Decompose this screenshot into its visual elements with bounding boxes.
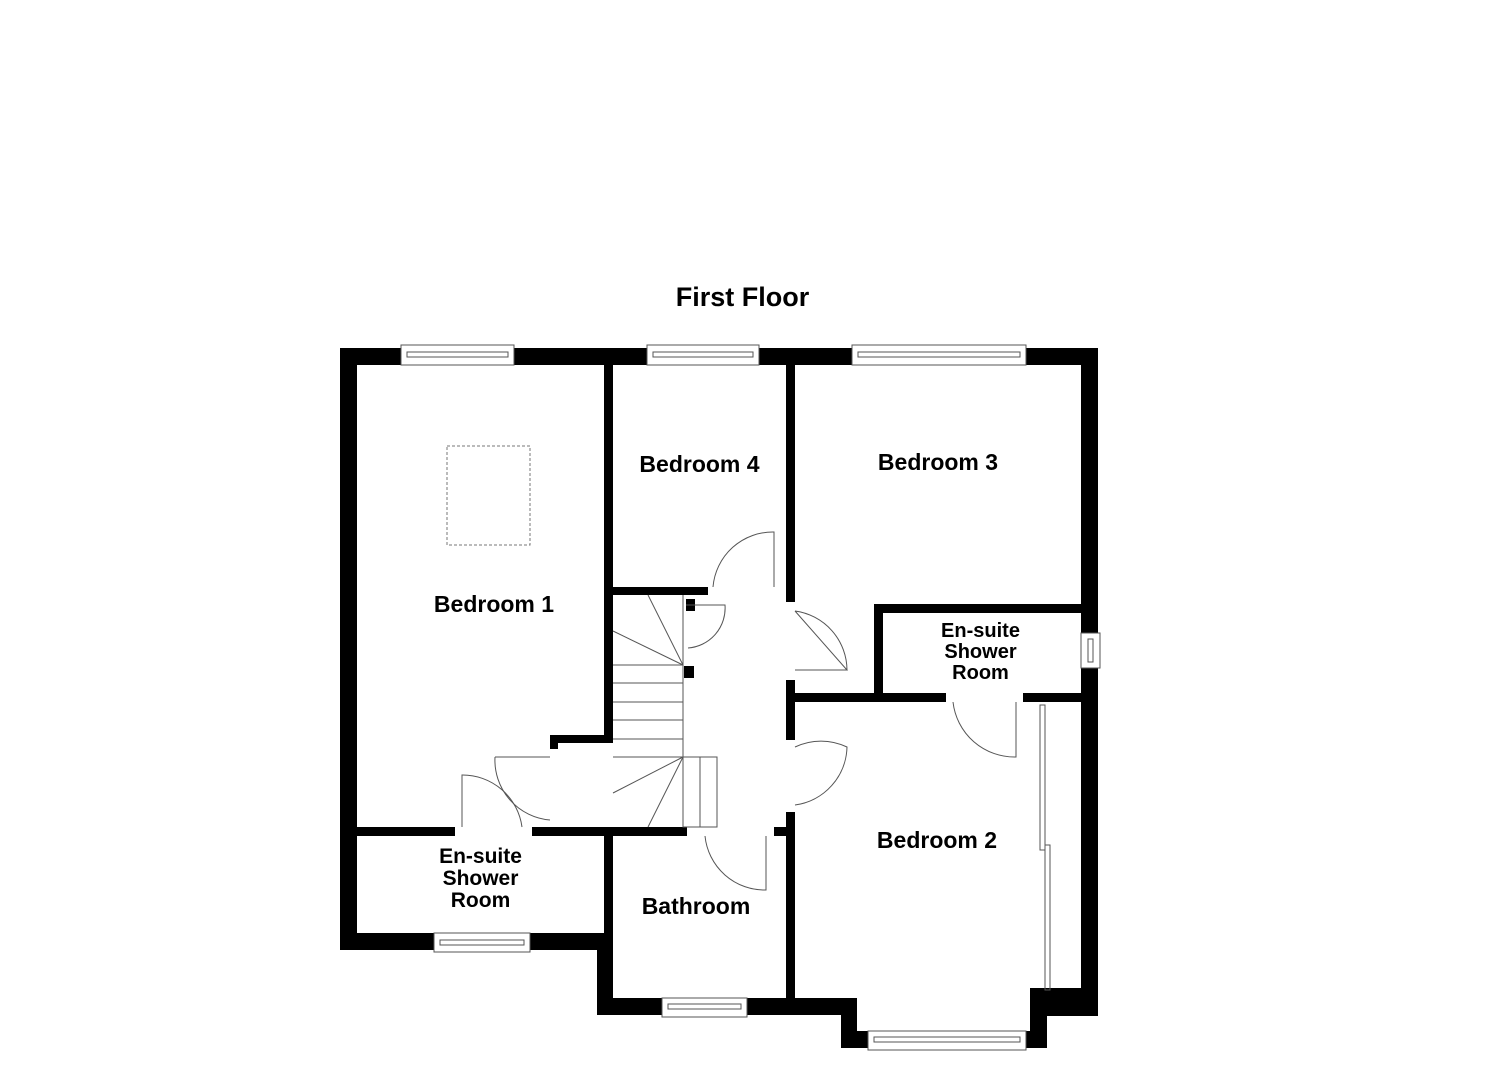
room-label-bathroom: Bathroom xyxy=(641,893,751,919)
room-label-bedroom-3: Bedroom 3 xyxy=(877,449,999,475)
windows xyxy=(400,344,1101,1051)
room-label-bedroom-4: Bedroom 4 xyxy=(639,451,760,477)
floor-title: First Floor xyxy=(675,282,810,312)
room-label-ensuite-1: En-suite Shower Room xyxy=(357,845,604,913)
ensuite-1-line-3: Room xyxy=(450,889,511,913)
ensuite-1-line-1: En-suite xyxy=(439,845,522,868)
stairs xyxy=(612,594,718,828)
ensuite-1-line-2: Shower xyxy=(442,867,519,891)
wardrobe xyxy=(1039,704,1051,991)
room-label-bedroom-1: Bedroom 1 xyxy=(433,591,555,617)
ensuite-2-line-3: Room xyxy=(952,662,1009,684)
room-label-ensuite-2: En-suite Shower Room xyxy=(883,621,1078,684)
ensuite-2-line-2: Shower xyxy=(944,641,1017,663)
ensuite-2-line-1: En-suite xyxy=(941,620,1020,642)
doors xyxy=(461,531,1017,891)
room-label-bedroom-2: Bedroom 2 xyxy=(876,827,998,853)
skylight xyxy=(446,445,531,546)
